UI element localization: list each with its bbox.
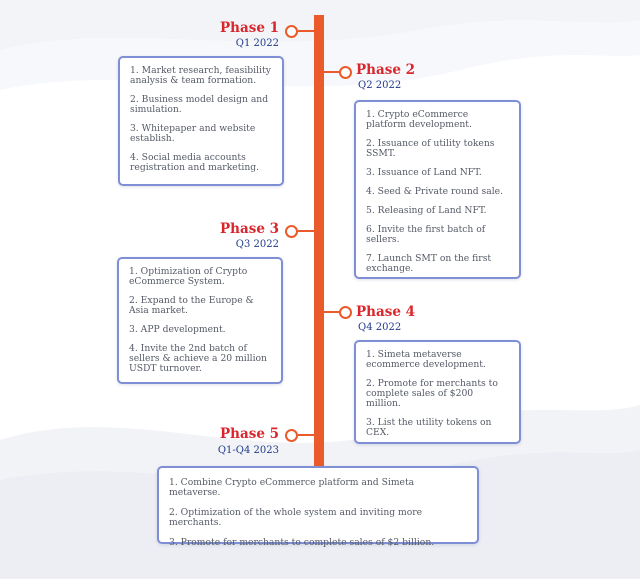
phase-2-connector [323, 71, 340, 73]
phase-1-item: 2. Business model design and simulation. [130, 94, 269, 115]
phase-3-connector [298, 230, 315, 232]
phase-5-node [285, 429, 298, 442]
phase-3-item: 3. APP development. [129, 324, 226, 335]
phase-5-box: 1. Combine Crypto eCommerce platform and… [157, 466, 479, 548]
phase-5-item: 2. Optimization of the whole system and … [169, 507, 423, 528]
phase-2-node [339, 66, 352, 79]
phase-5-item: 1. Combine Crypto eCommerce platform and… [169, 477, 415, 498]
phase-3-date: Q3 2022 [235, 239, 279, 250]
phase-5-item: 3. Promote for merchants to complete sal… [169, 537, 435, 548]
phase-1-box: 1. Market research, feasibility analysis… [118, 56, 284, 186]
phase-3-box: 1. Optimization of Crypto eCommerce Syst… [117, 257, 283, 384]
phase-4-item: 3. List the utility tokens on CEX. [366, 417, 492, 438]
phase-5-connector [298, 434, 315, 436]
phase-4-item: 1. Simeta metaverse ecommerce developmen… [366, 349, 486, 370]
timeline-spine [314, 15, 324, 467]
phase-3-item: 1. Optimization of Crypto eCommerce Syst… [129, 266, 248, 287]
phase-3-item: 2. Expand to the Europe & Asia market. [129, 295, 254, 316]
phase-3-node [285, 225, 298, 238]
phase-5-date: Q1-Q4 2023 [217, 445, 279, 456]
phase-1-item: 4. Social media accounts registration an… [130, 152, 260, 173]
phase-2-title: Phase 2 [356, 62, 415, 78]
phase-1-title: Phase 1 [220, 20, 279, 36]
phase-1-date: Q1 2022 [235, 38, 279, 49]
phase-4-title: Phase 4 [356, 304, 415, 320]
phase-3-title: Phase 3 [220, 221, 279, 237]
phase-4-connector [323, 311, 340, 313]
phase-3-item: 4. Invite the 2nd batch of sellers & ach… [129, 343, 267, 374]
phase-5-title: Phase 5 [220, 426, 279, 442]
phase-2-date: Q2 2022 [358, 80, 402, 91]
phase-4-date: Q4 2022 [358, 322, 402, 333]
phase-2-item: 4. Seed & Private round sale. [366, 186, 504, 197]
phase-4-node [339, 306, 352, 319]
phase-4-box: 1. Simeta metaverse ecommerce developmen… [354, 340, 521, 444]
phase-4-item: 2. Promote for merchants to complete sal… [366, 378, 498, 409]
phase-1-connector [298, 30, 315, 32]
phase-2-item: 1. Crypto eCommerce platform development… [366, 109, 472, 130]
phase-2-item: 6. Invite the first batch of sellers. [366, 224, 486, 245]
phase-2-item: 5. Releasing of Land NFT. [366, 205, 487, 216]
phase-2-item: 2. Issuance of utility tokens SSMT. [366, 138, 495, 159]
phase-1-node [285, 25, 298, 38]
phase-2-item: 7. Launch SMT on the first exchange. [366, 253, 492, 274]
phase-1-item: 1. Market research, feasibility analysis… [130, 65, 271, 86]
phase-1-item: 3. Whitepaper and website establish. [130, 123, 256, 144]
phase-2-item: 3. Issuance of Land NFT. [366, 167, 482, 178]
phase-2-box: 1. Crypto eCommerce platform development… [354, 100, 521, 279]
